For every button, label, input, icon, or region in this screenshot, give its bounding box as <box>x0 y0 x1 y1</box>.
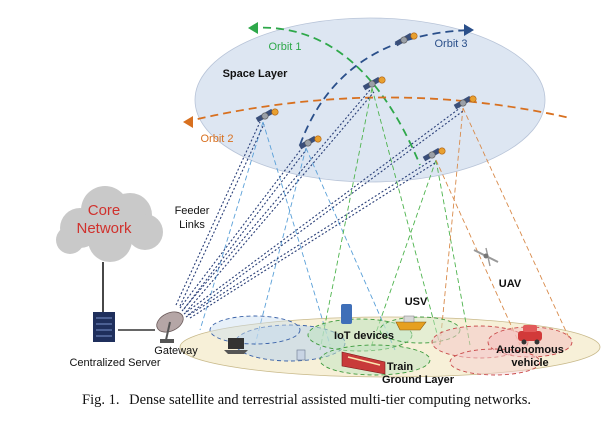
orbit-3-arrow <box>464 24 474 36</box>
ground-layer-label: Ground Layer <box>382 374 455 386</box>
train-icon <box>341 351 386 375</box>
server-icon <box>93 312 115 342</box>
laptop-icon <box>224 338 248 354</box>
network-diagram: Core Network Centralized Server Gateway … <box>56 17 601 386</box>
coverage-pink-3 <box>449 348 541 376</box>
iot-device-icon <box>341 304 352 324</box>
orbit-1-path <box>249 26 421 166</box>
boat-icon <box>395 315 427 331</box>
caption-prefix: Fig. 1. <box>82 392 120 408</box>
orbit-1-arrow <box>248 22 258 34</box>
orbit-2-arrow <box>183 116 193 128</box>
orbit-2-path <box>184 96 571 123</box>
orbit-2-label: Orbit 2 <box>200 133 233 145</box>
coverage-blue-2 <box>209 315 301 345</box>
centralized-server-label: Centralized Server <box>69 357 160 369</box>
cloud-icon <box>56 186 163 262</box>
satellite-dish-icon <box>156 311 184 343</box>
autonomous-vehicle-label-2: vehicle <box>511 357 548 369</box>
beam-group-green <box>319 87 471 351</box>
feeder-links-label-1: Feeder <box>175 205 210 217</box>
orbit-3-path <box>299 29 471 146</box>
feeder-links-label-2: Links <box>179 219 205 231</box>
core-network-label-1: Core <box>88 202 121 219</box>
caption-text: Dense satellite and terrestrial assisted… <box>129 392 531 408</box>
train-label: Train <box>387 361 414 373</box>
space-layer-label: Space Layer <box>223 68 289 80</box>
beam-group-orange <box>435 107 571 346</box>
car-icon <box>518 325 542 345</box>
feeder-links <box>175 89 464 319</box>
core-network-label-2: Network <box>76 220 132 237</box>
orbit-3-label: Orbit 3 <box>434 38 467 50</box>
drone-icon <box>473 247 499 267</box>
autonomous-vehicle-label-1: Autonomous <box>496 344 564 356</box>
orbit-1-label: Orbit 1 <box>268 41 301 53</box>
usv-label: USV <box>405 296 428 308</box>
figure-caption: Fig. 1. Dense satellite and terrestrial … <box>0 392 613 409</box>
gateway-label: Gateway <box>154 345 198 357</box>
uav-label: UAV <box>499 278 522 290</box>
device-icon <box>296 349 306 361</box>
iot-devices-label: IoT devices <box>334 330 394 342</box>
